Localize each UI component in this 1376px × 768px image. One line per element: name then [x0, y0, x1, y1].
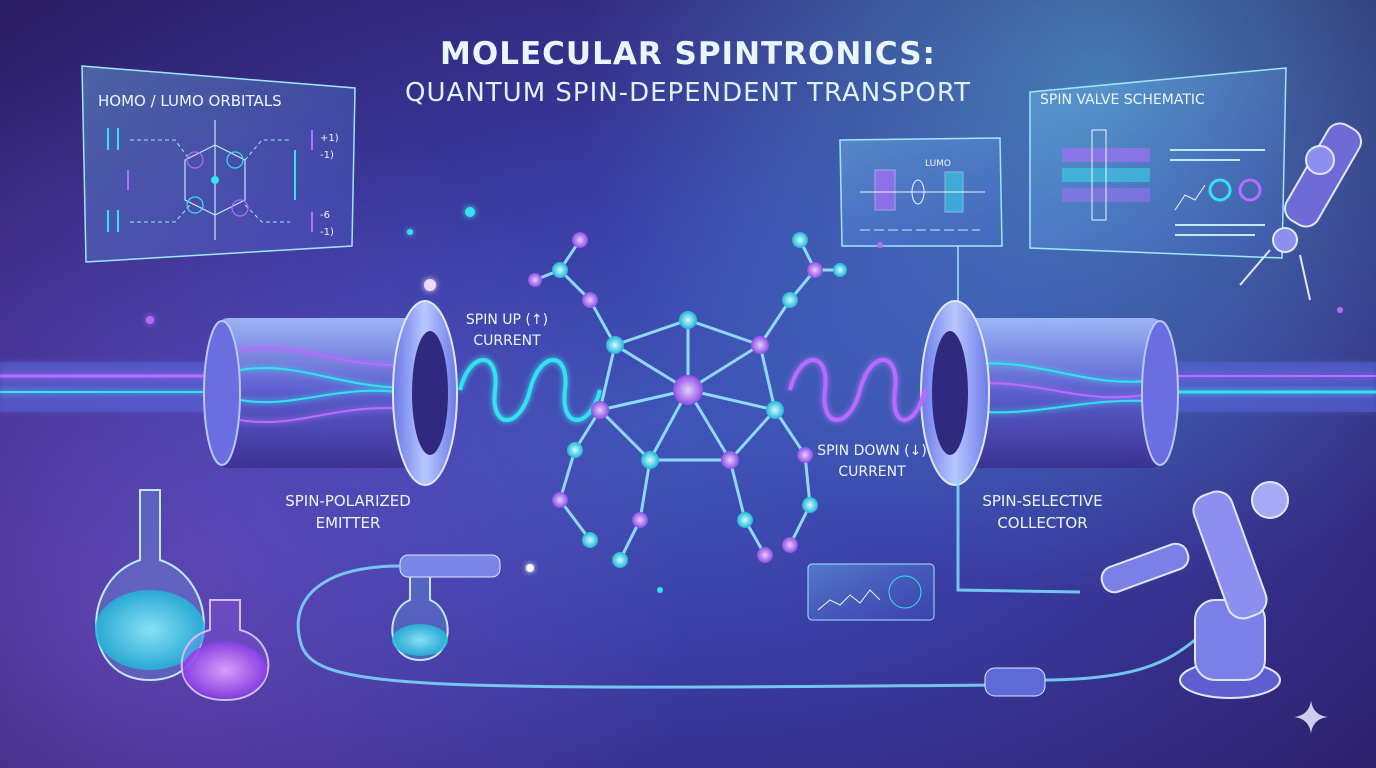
spin-down-label-line2: CURRENT [838, 464, 906, 480]
sparkle-icon [1294, 700, 1328, 734]
collector-label: SPIN-SELECTIVE COLLECTOR [950, 490, 1135, 534]
spin-valve-panel [1029, 67, 1287, 259]
spin-polarized-emitter [203, 300, 458, 486]
cables [296, 480, 1196, 689]
lumo-panel [839, 137, 1003, 330]
flask-cyan [95, 489, 205, 682]
spin-up-label: SPIN UP (↑) CURRENT [462, 310, 552, 352]
spin-up-helix [458, 358, 602, 422]
flask-violet [180, 599, 270, 702]
mini-monitor [807, 563, 935, 621]
homo-level-4: -1) [320, 227, 334, 238]
spin-selective-collector [920, 300, 1179, 486]
molecule [528, 232, 847, 568]
spin-down-label: SPIN DOWN (↓) CURRENT [812, 441, 932, 483]
robot-arm-top [1239, 122, 1362, 301]
spin-valve-title: SPIN VALVE SCHEMATIC [1040, 92, 1205, 108]
homo-level-3: -6 [320, 210, 330, 221]
lumo-tag: LUMO [925, 159, 951, 169]
homo-level-1: +1) [320, 133, 339, 144]
emitter-label-line1: SPIN-POLARIZED [285, 492, 411, 510]
cable-connector [984, 667, 1046, 697]
collector-label-line2: COLLECTOR [997, 514, 1088, 532]
beam-right [1170, 362, 1376, 412]
particles [146, 207, 1343, 593]
spin-up-label-line2: CURRENT [473, 333, 541, 349]
spin-down-label-line1: SPIN DOWN (↓) [817, 443, 927, 459]
spin-down-helix [788, 358, 927, 422]
flask-small [391, 554, 501, 662]
collector-label-line1: SPIN-SELECTIVE [982, 492, 1103, 510]
spin-up-label-line1: SPIN UP (↑) [465, 312, 549, 328]
homo-level-2: -1) [320, 150, 334, 161]
beam-left [0, 362, 230, 412]
homo-lumo-panel [81, 65, 356, 263]
emitter-label: SPIN-POLARIZED EMITTER [258, 490, 438, 534]
robot-arm-bottom [1100, 481, 1289, 699]
homo-lumo-title: HOMO / LUMO ORBITALS [98, 92, 282, 110]
page-title: MOLECULAR SPINTRONICS: [440, 36, 936, 72]
page-subtitle: QUANTUM SPIN-DEPENDENT TRANSPORT [405, 78, 971, 108]
emitter-label-line2: EMITTER [315, 514, 381, 532]
